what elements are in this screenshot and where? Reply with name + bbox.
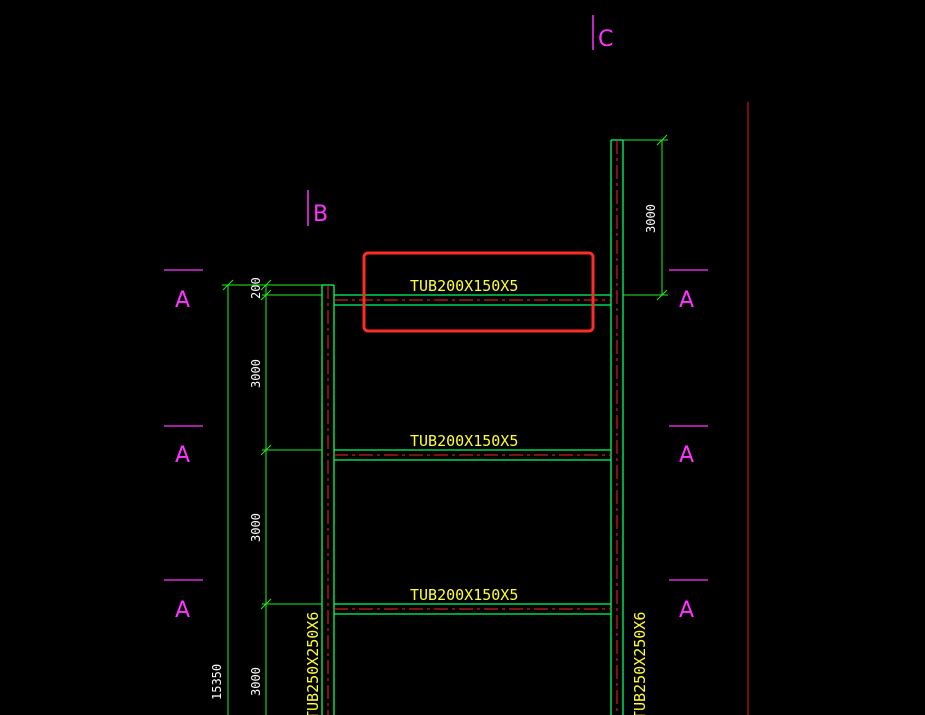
dim-span-2-text: 3000 <box>249 513 263 542</box>
dim-total-text: 15350 <box>210 664 224 700</box>
column-label-right: TUB250X250X6 <box>631 612 649 715</box>
grid-label-b: B <box>313 202 328 227</box>
beam-top <box>334 294 611 306</box>
dim-top-left-text: 200 <box>249 277 263 299</box>
dim-top-right-text: 3000 <box>644 204 658 233</box>
beam-label-3: TUB200X150X5 <box>410 586 518 604</box>
section-mark-right-2-label: A <box>679 443 694 468</box>
beam-middle <box>334 449 611 461</box>
highlight-box <box>362 251 595 333</box>
beam-bottom <box>334 603 611 615</box>
dim-span-1-text: 3000 <box>249 359 263 388</box>
section-mark-right-3-label: A <box>679 598 694 623</box>
left-column <box>321 284 335 715</box>
beam-label-2: TUB200X150X5 <box>410 432 518 450</box>
column-label-left: TUB250X250X6 <box>304 612 322 715</box>
beam-label-1: TUB200X150X5 <box>410 277 518 295</box>
dim-top-right <box>623 134 668 301</box>
dim-span-3-text: 3000 <box>249 667 263 696</box>
section-mark-right-1-label: A <box>679 288 694 313</box>
section-mark-left-1-label: A <box>175 288 190 313</box>
section-mark-left-2-label: A <box>175 443 190 468</box>
right-column <box>610 139 624 715</box>
section-mark-left-3-label: A <box>175 598 190 623</box>
grid-label-c: C <box>598 27 613 52</box>
dim-total <box>222 279 266 715</box>
